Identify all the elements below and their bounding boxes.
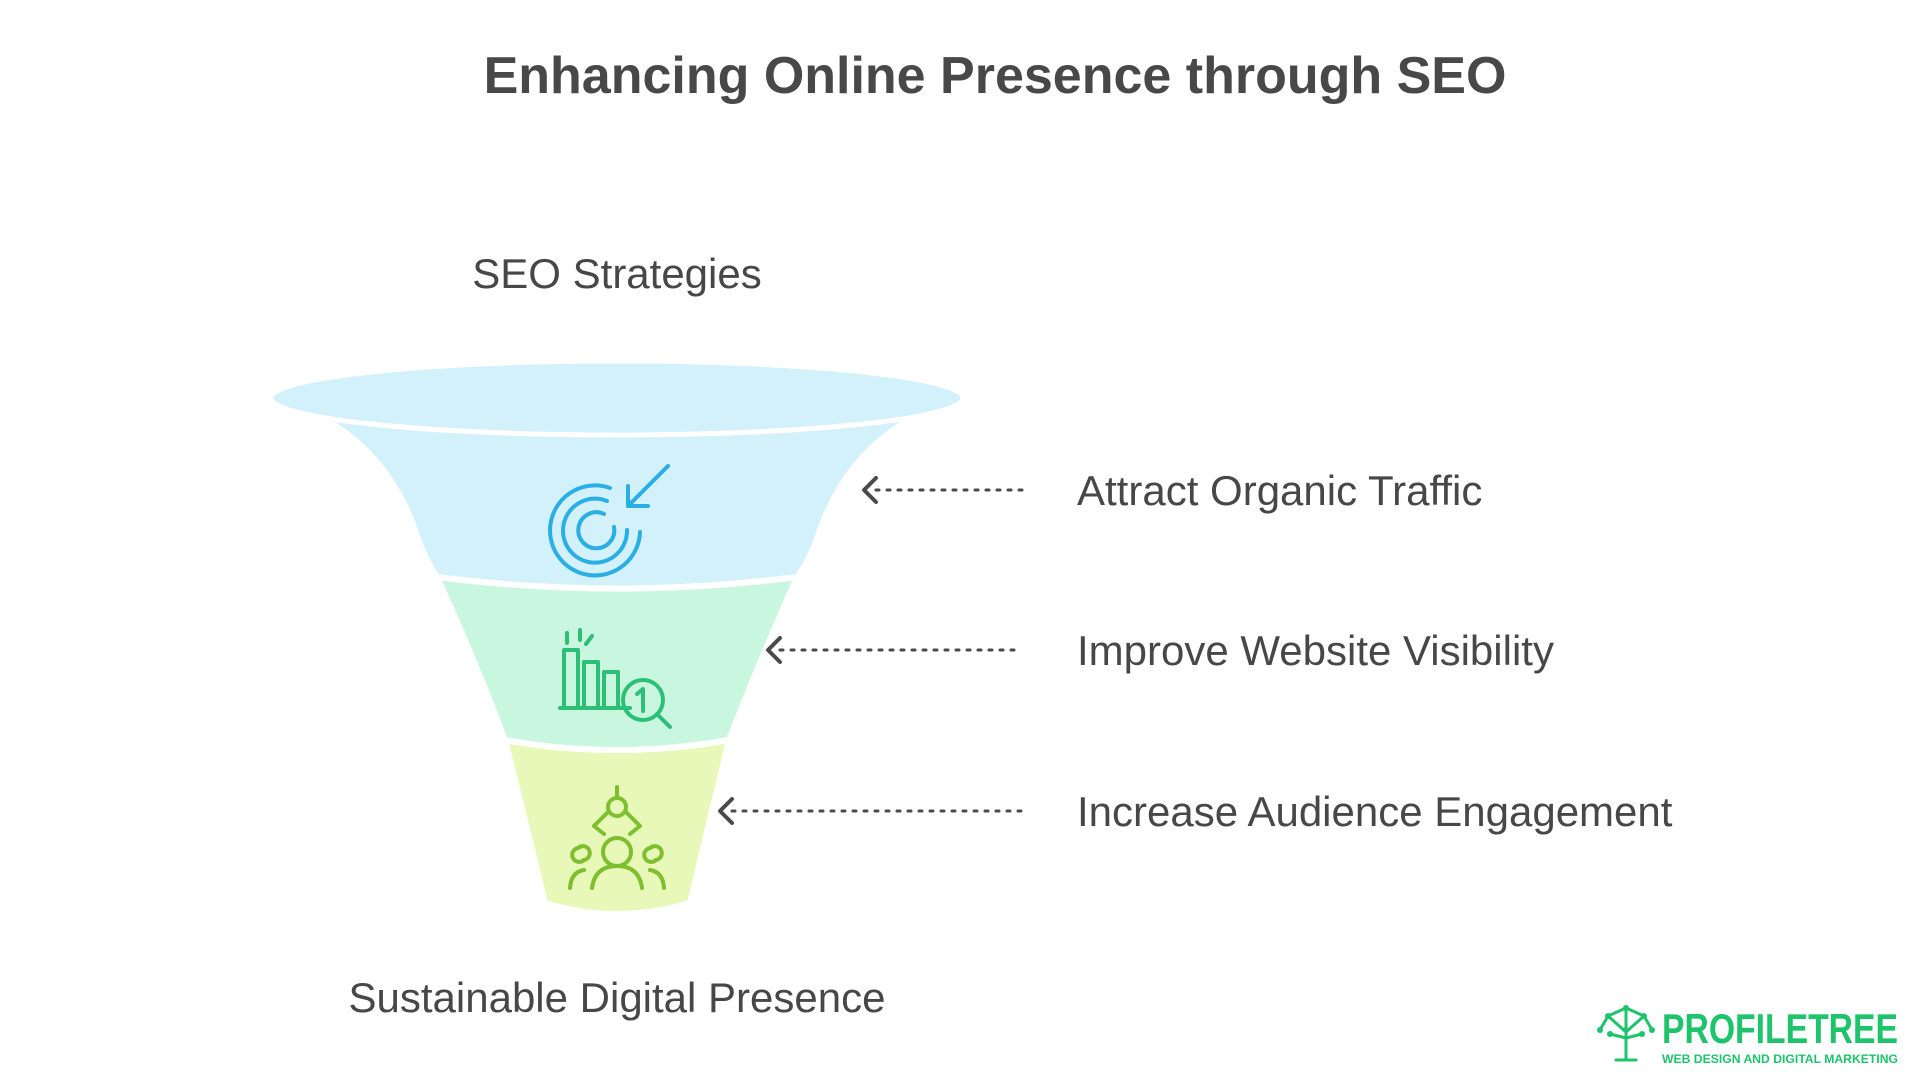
- connector-3: [718, 797, 1024, 825]
- logo-wordmark: PROFILETREE: [1662, 1005, 1898, 1052]
- diagram-title: Enhancing Online Presence through SEO: [484, 47, 1507, 105]
- tree-logo-icon: [1597, 1005, 1655, 1062]
- funnel-segment-1: [274, 395, 961, 592]
- target-arrow-icon: [548, 464, 670, 578]
- stage-label-2: Improve Website Visibility: [1077, 627, 1554, 674]
- stage-label-3: Increase Audience Engagement: [1077, 788, 1673, 835]
- logo-tagline: WEB DESIGN AND DIGITAL MARKETING: [1662, 1052, 1898, 1066]
- funnel-rim: [268, 358, 966, 438]
- connector-1: [862, 476, 1024, 504]
- funnel-segment-3: [500, 736, 733, 917]
- ranking-chart-icon: [558, 628, 672, 729]
- stage-label-1: Attract Organic Traffic: [1077, 467, 1482, 514]
- funnel-segment-2: [432, 573, 802, 753]
- profiletree-logo: PROFILETREE WEB DESIGN AND DIGITAL MARKE…: [1597, 1005, 1898, 1066]
- connector-2: [766, 636, 1024, 664]
- top-label: SEO Strategies: [472, 250, 761, 297]
- bottom-label: Sustainable Digital Presence: [349, 974, 886, 1021]
- audience-network-icon: [568, 785, 666, 890]
